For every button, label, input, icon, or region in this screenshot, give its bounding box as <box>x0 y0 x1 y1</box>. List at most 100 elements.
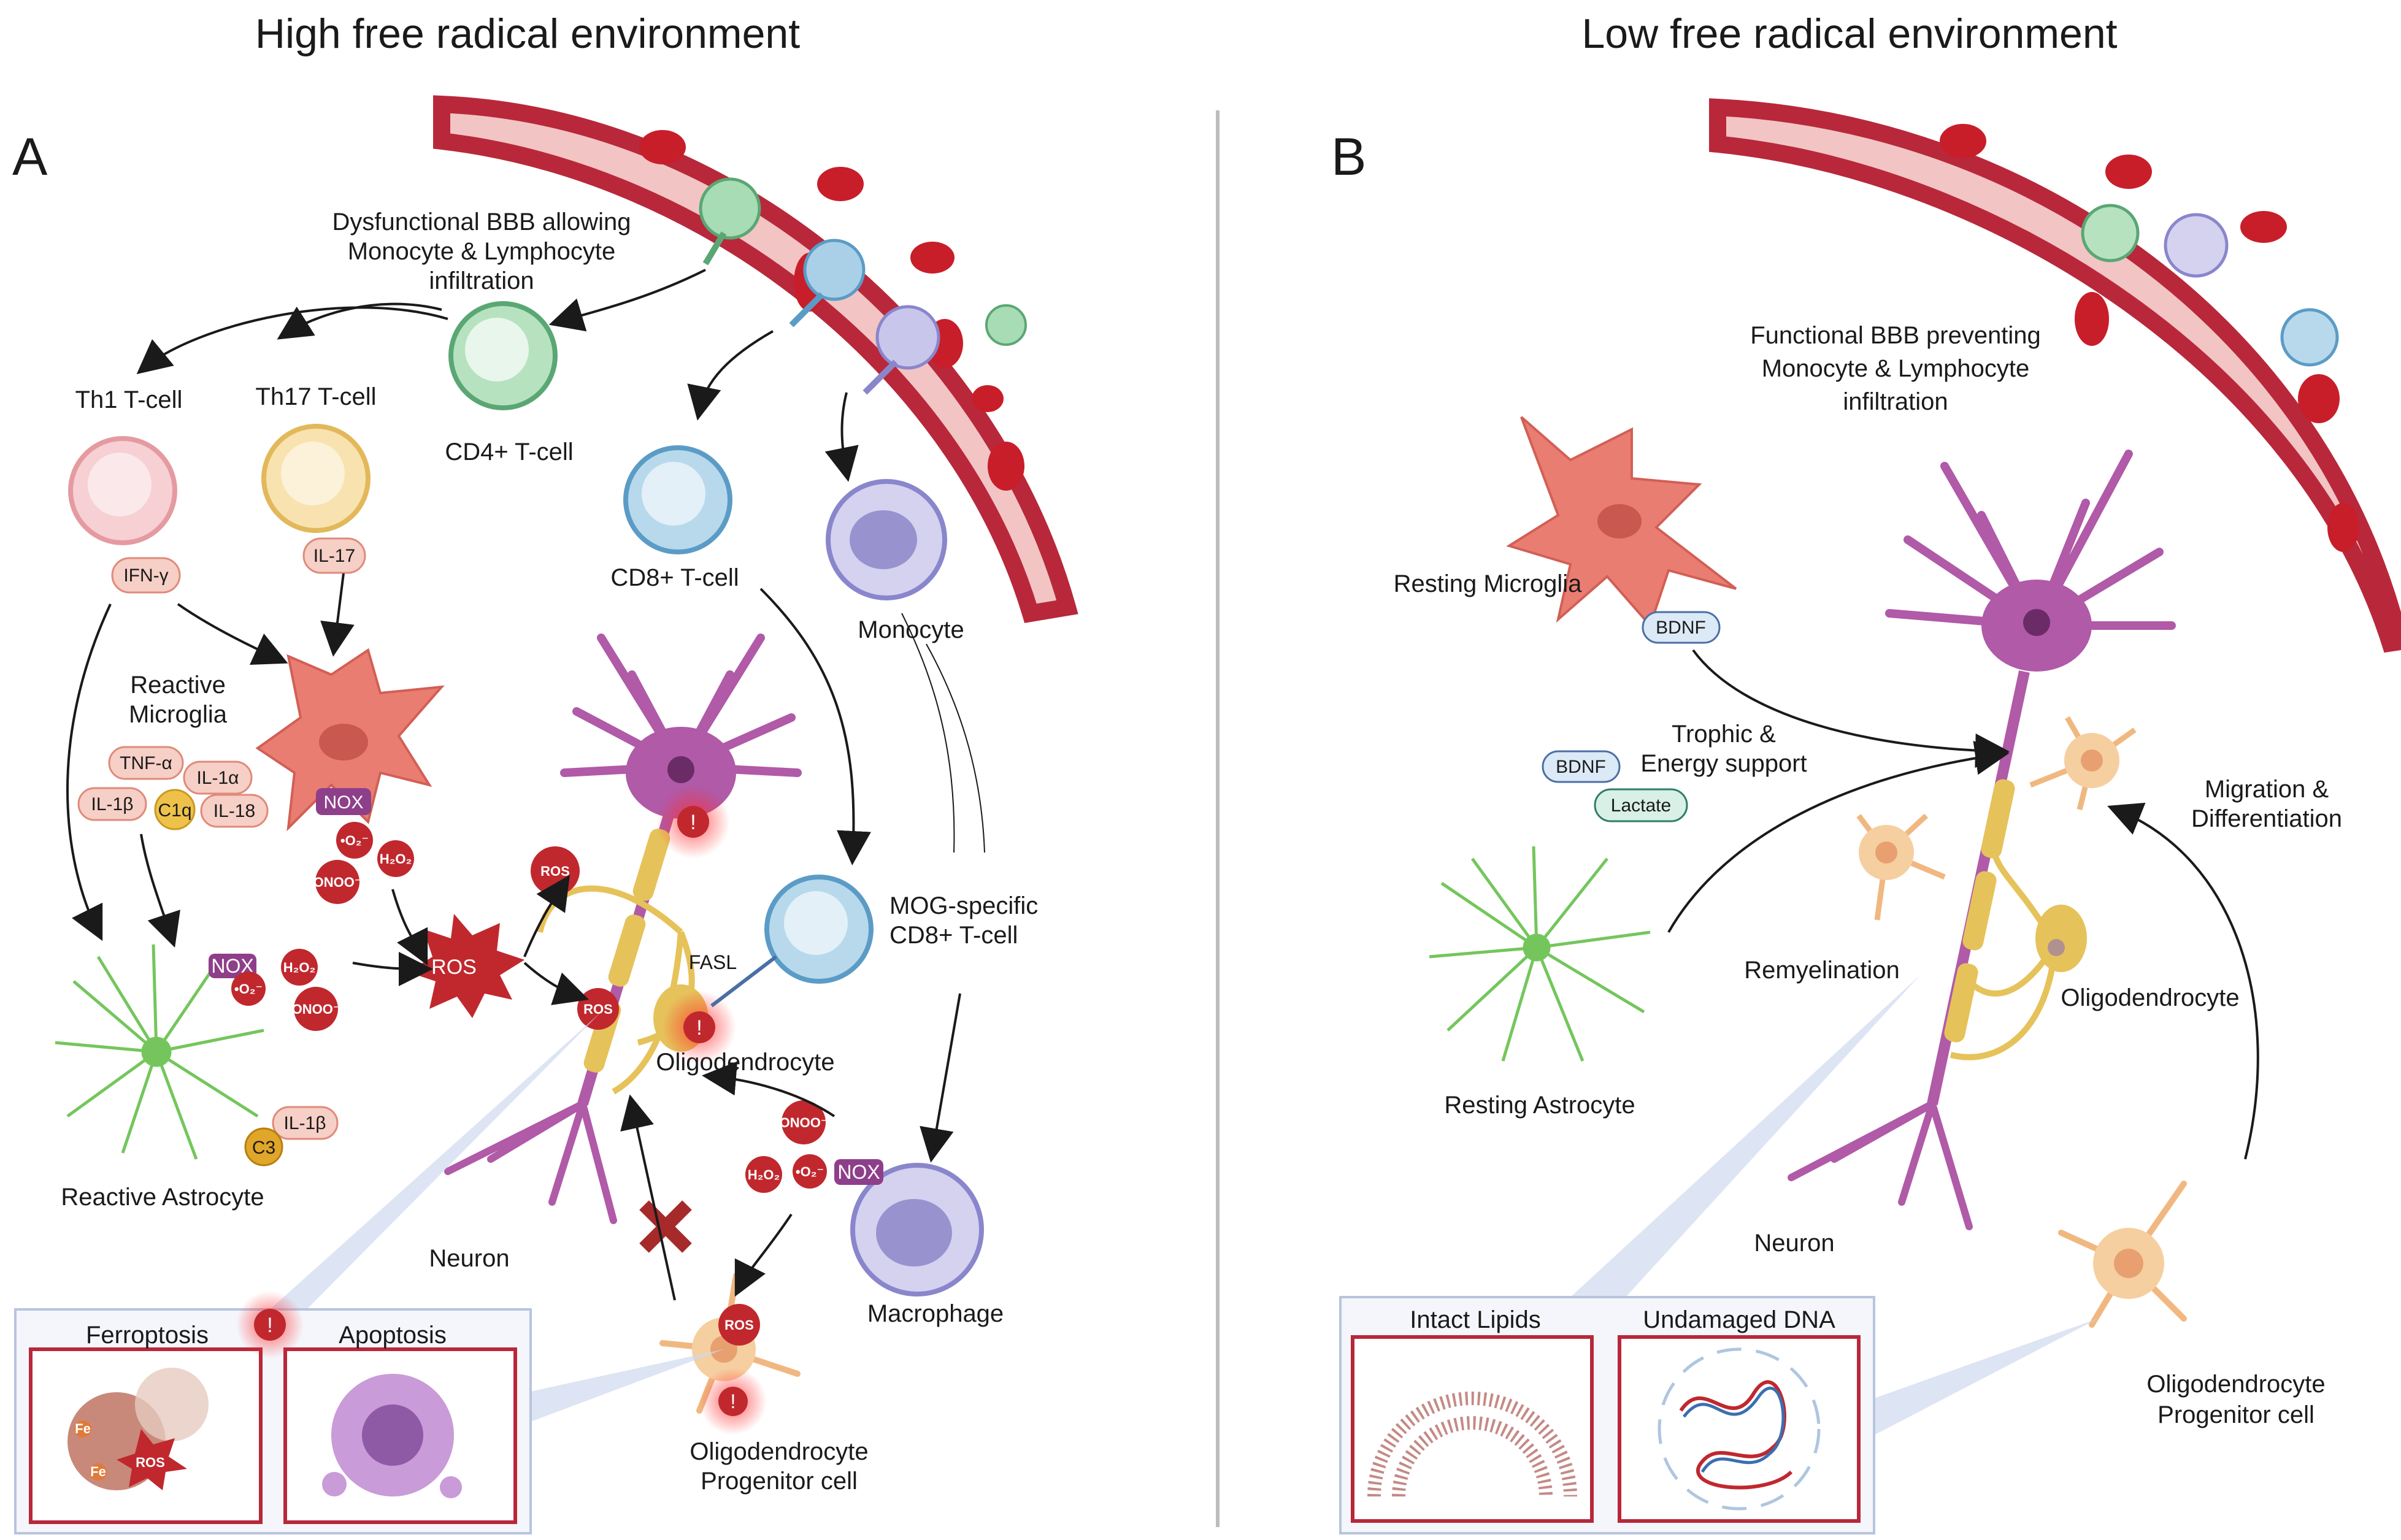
red-blood-cell <box>1940 124 1986 158</box>
red-blood-cell <box>639 130 686 164</box>
lactate-pill: Lactate <box>1594 788 1688 822</box>
opc-b <box>2058 1181 2187 1328</box>
differentiating-opc <box>2029 716 2137 811</box>
svg-text:!: ! <box>731 1390 736 1412</box>
h2o2-microglia: H₂O₂ <box>377 840 414 877</box>
svg-text:ONOO⁻: ONOO⁻ <box>780 1115 828 1130</box>
cd8-t-cell <box>623 445 732 554</box>
ros-burst: ROS <box>408 914 524 1018</box>
panel-b: Low free radical environment B Functiona… <box>1331 10 2401 1534</box>
inset-b: Intact Lipids Undamaged DNA <box>1339 1296 1875 1534</box>
resting-astrocyte-label: Resting Astrocyte <box>1444 1092 1635 1119</box>
zoom-wedge-b <box>1570 975 1920 1297</box>
panel-b-title: Low free radical environment <box>1581 10 2117 57</box>
arrows-b <box>1667 649 2259 1160</box>
bdnf-astrocyte-pill: BDNF <box>1542 750 1621 783</box>
ferroptosis-label: Ferroptosis <box>86 1322 209 1349</box>
t-cell-in-vessel <box>2280 308 2339 367</box>
svg-text:BDNF: BDNF <box>1656 618 1706 638</box>
svg-text:IL-18: IL-18 <box>213 801 255 821</box>
svg-text:!: ! <box>267 1314 272 1337</box>
resting-microglia <box>1506 416 1737 628</box>
svg-text:Fe: Fe <box>90 1464 106 1479</box>
opc-b-label-line2: Progenitor cell <box>2157 1401 2315 1428</box>
thin-connector <box>901 613 955 853</box>
t-cell-transmigrating <box>699 177 761 240</box>
il1b-astrocyte-pill: IL-1β <box>272 1106 339 1140</box>
neuron-b <box>1788 450 2176 1230</box>
mog-cd8-label-line1: MOG-specific <box>889 892 1038 919</box>
opc-a-label-line2: Progenitor cell <box>701 1468 858 1495</box>
il18-pill: IL-18 <box>200 794 269 828</box>
oligodendrocyte-b-label: Oligodendrocyte <box>2061 984 2239 1011</box>
migration-label-line1: Migration & <box>2205 776 2329 803</box>
ros-opc: ROS <box>718 1304 760 1346</box>
svg-text:ONOO⁻: ONOO⁻ <box>292 1002 340 1017</box>
alert-neuron: ! <box>677 806 709 838</box>
svg-text:IFN-γ: IFN-γ <box>123 565 168 586</box>
red-blood-cell <box>817 167 864 201</box>
svg-text:•O₂⁻: •O₂⁻ <box>234 981 263 997</box>
neuron-a-label: Neuron <box>429 1245 509 1272</box>
svg-text:H₂O₂: H₂O₂ <box>283 960 316 975</box>
svg-text:C3: C3 <box>252 1138 275 1158</box>
bbb-label-b-line3: infiltration <box>1843 388 1948 415</box>
svg-text:•O₂⁻: •O₂⁻ <box>796 1164 824 1179</box>
dna-strand <box>1658 1347 1821 1511</box>
c1q-pill: C1q <box>154 789 196 830</box>
svg-text:IL-1β: IL-1β <box>284 1113 326 1133</box>
red-blood-cell <box>2075 292 2109 346</box>
blood-vessel-b <box>1709 98 2401 653</box>
svg-text:ROS: ROS <box>540 864 570 879</box>
svg-text:BDNF: BDNF <box>1556 757 1606 777</box>
trophic-label-line1: Trophic & <box>1672 721 1776 748</box>
reactive-microglia <box>255 648 445 832</box>
zoom-wedge-b2 <box>1874 1319 2098 1435</box>
c3-pill: C3 <box>244 1127 283 1166</box>
arrows-a <box>66 269 961 1301</box>
red-blood-cell <box>910 242 955 274</box>
ifn-gamma-pill: IFN-γ <box>111 557 181 594</box>
nox-microglia: NOX <box>316 788 371 815</box>
opc-b-label-line1: Oligodendrocyte <box>2146 1371 2325 1398</box>
bbb-label-a-line3: infiltration <box>429 267 534 294</box>
red-blood-cell <box>2105 155 2152 189</box>
apoptotic-cell <box>322 1374 462 1498</box>
superoxide-microglia: •O₂⁻ <box>336 822 373 859</box>
svg-text:ONOO⁻: ONOO⁻ <box>313 875 362 890</box>
svg-text:ROS: ROS <box>431 956 477 979</box>
inset-a: Ferroptosis Apoptosis Fe Fe ROS <box>14 1291 532 1534</box>
monocyte-label: Monocyte <box>858 616 964 643</box>
resting-microglia-label: Resting Microglia <box>1394 570 1583 597</box>
neuron-a <box>444 634 802 1224</box>
svg-text:!: ! <box>696 1016 702 1040</box>
macrophage-label: Macrophage <box>867 1300 1004 1327</box>
ros-small-2: ROS <box>577 988 619 1030</box>
panel-b-letter: B <box>1331 128 1366 186</box>
svg-text:H₂O₂: H₂O₂ <box>380 851 412 867</box>
differentiating-opc <box>1856 813 1946 921</box>
alert-opc: ! <box>718 1387 748 1416</box>
il1a-pill: IL-1α <box>183 760 253 795</box>
svg-text:ROS: ROS <box>583 1002 613 1017</box>
remyelination-label: Remyelination <box>1744 957 1899 984</box>
monocyte-transmigrating <box>875 305 940 370</box>
resting-astrocyte <box>1429 846 1651 1062</box>
red-blood-cell <box>988 442 1024 491</box>
microglia-label-line1: Reactive <box>130 672 226 699</box>
neuron-b-label: Neuron <box>1754 1230 1834 1257</box>
fasl-label: FASL <box>689 951 737 973</box>
zoom-wedge-a <box>270 1012 601 1309</box>
il1b-pill: IL-1β <box>77 787 147 821</box>
bbb-label-a-line2: Monocyte & Lymphocyte <box>348 238 616 265</box>
intact-lipids-label: Intact Lipids <box>1410 1306 1540 1333</box>
svg-text:C1q: C1q <box>158 800 191 821</box>
thin-connector <box>926 643 985 853</box>
bbb-label-b-line1: Functional BBB preventing <box>1750 322 2041 349</box>
onoo-astrocyte: ONOO⁻ <box>292 987 340 1031</box>
nox-macrophage: NOX <box>834 1159 883 1185</box>
cd4-t-cell <box>448 301 558 410</box>
ferroptotic-cell: Fe Fe ROS <box>67 1368 209 1490</box>
monocyte-in-vessel <box>2164 213 2229 278</box>
